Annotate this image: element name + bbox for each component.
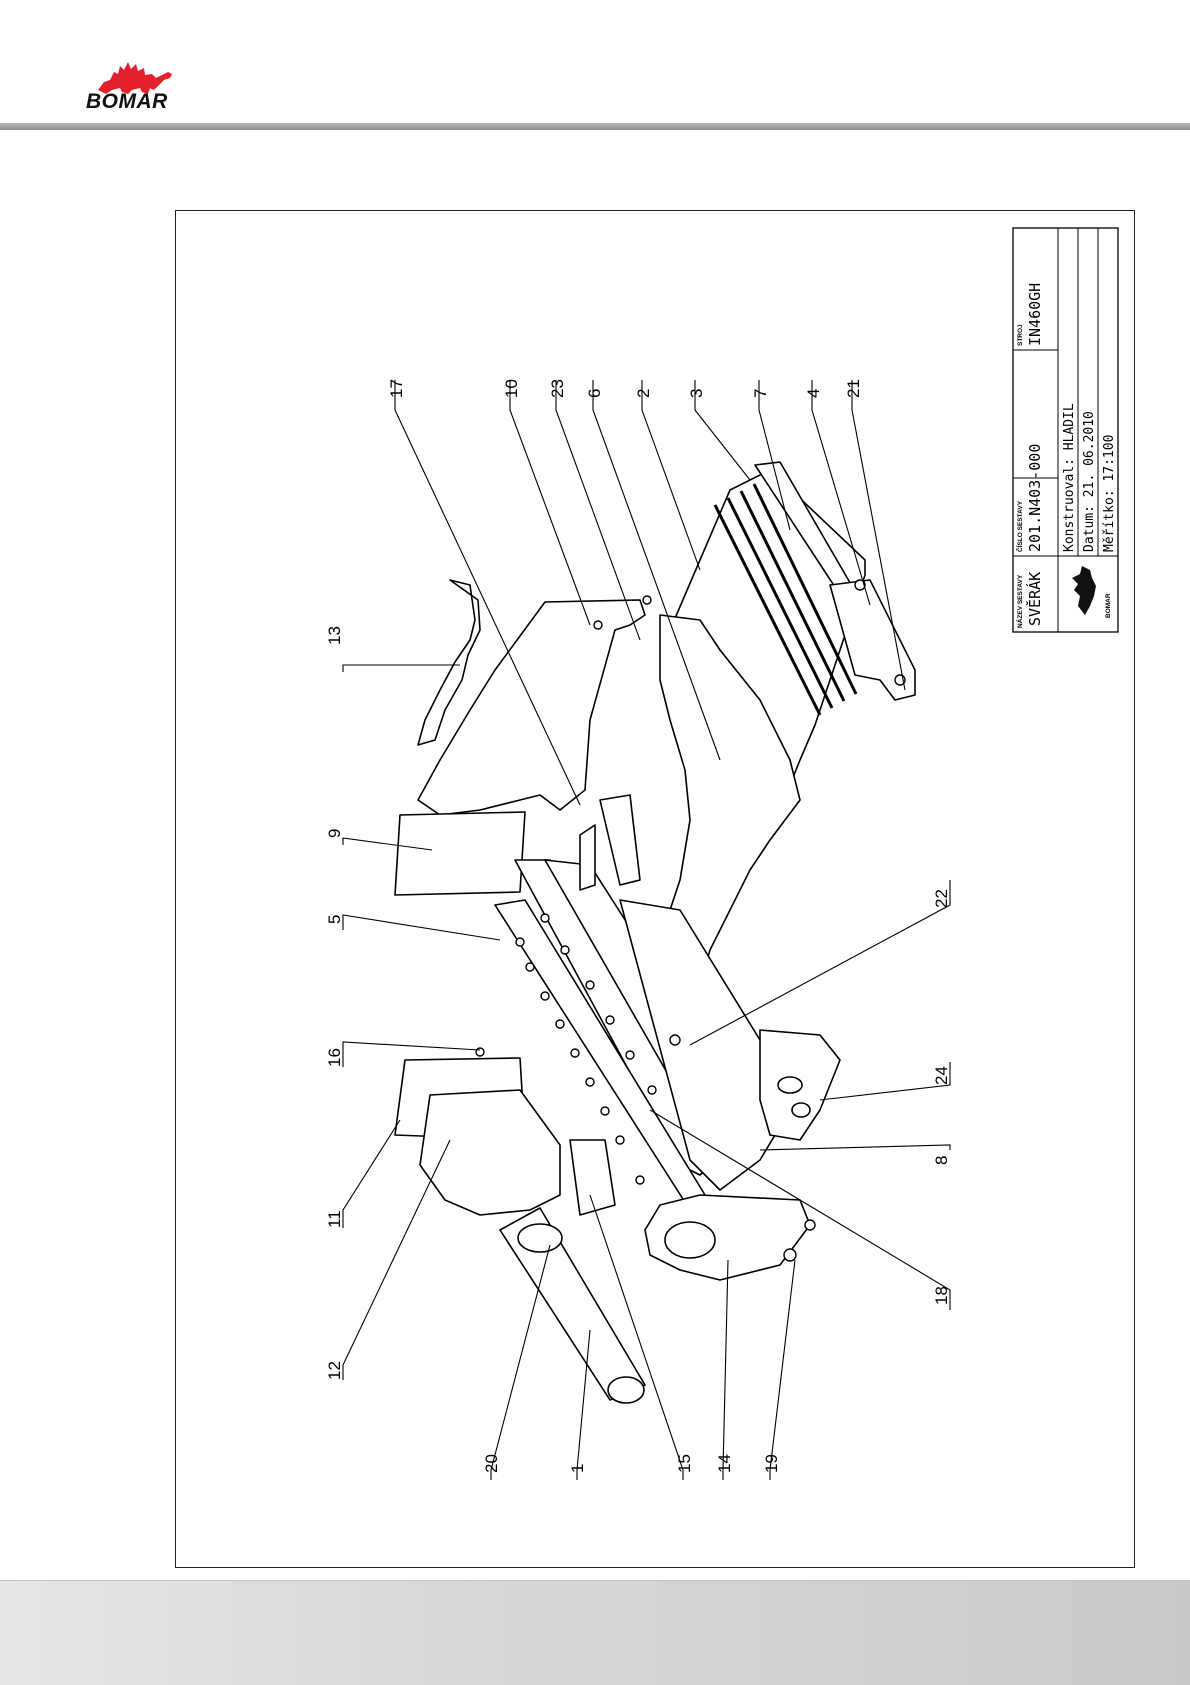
callout-8: 8 xyxy=(932,1156,951,1165)
callout-5: 5 xyxy=(325,915,344,924)
callout-21: 21 xyxy=(844,379,863,398)
tb-date: Datum: 21. 06.2010 xyxy=(1082,411,1097,552)
callout-20: 20 xyxy=(482,1454,501,1473)
callout-23: 23 xyxy=(548,379,567,398)
callout-17: 17 xyxy=(387,379,406,398)
callout-9: 9 xyxy=(325,829,344,838)
tb-machine-label: STROJ xyxy=(1017,324,1024,346)
tb-machine-value: IN460GH xyxy=(1026,283,1044,346)
callout-1: 1 xyxy=(568,1464,587,1473)
callout-14: 14 xyxy=(715,1454,734,1473)
tb-scale: Měřítko: 17:100 xyxy=(1102,435,1117,552)
callout-3: 3 xyxy=(687,389,706,398)
footer-bar xyxy=(0,1580,1190,1685)
callout-7: 7 xyxy=(751,389,770,398)
tb-designer: Konstruoval: HLADIL xyxy=(1062,403,1077,552)
callout-2: 2 xyxy=(634,389,653,398)
callout-11: 11 xyxy=(325,1210,344,1228)
callout-24: 24 xyxy=(932,1066,951,1085)
title-block: NÁZEV SESTAVY SVĚRÁK ČÍSLO SESTAVY 201.N… xyxy=(1013,228,1118,632)
callout-12: 12 xyxy=(325,1361,344,1380)
callout-13: 13 xyxy=(325,626,344,645)
callout-15: 15 xyxy=(675,1454,694,1473)
tb-name-label: NÁZEV SESTAVY xyxy=(1015,574,1024,628)
callout-18: 18 xyxy=(932,1286,951,1305)
callout-4: 4 xyxy=(804,389,823,398)
callout-6: 6 xyxy=(585,389,604,398)
callout-22: 22 xyxy=(932,889,951,908)
tb-number-value: 201.N403-000 xyxy=(1026,444,1044,552)
callout-16: 16 xyxy=(325,1048,344,1067)
tb-small-logo-text: BOMAR xyxy=(1105,593,1112,618)
tb-name-value: SVĚRÁK xyxy=(1025,572,1044,626)
tb-number-label: ČÍSLO SESTAVY xyxy=(1015,500,1024,552)
assembly-parts xyxy=(395,462,915,1403)
callout-19: 19 xyxy=(762,1454,781,1473)
callout-10: 10 xyxy=(502,379,521,398)
